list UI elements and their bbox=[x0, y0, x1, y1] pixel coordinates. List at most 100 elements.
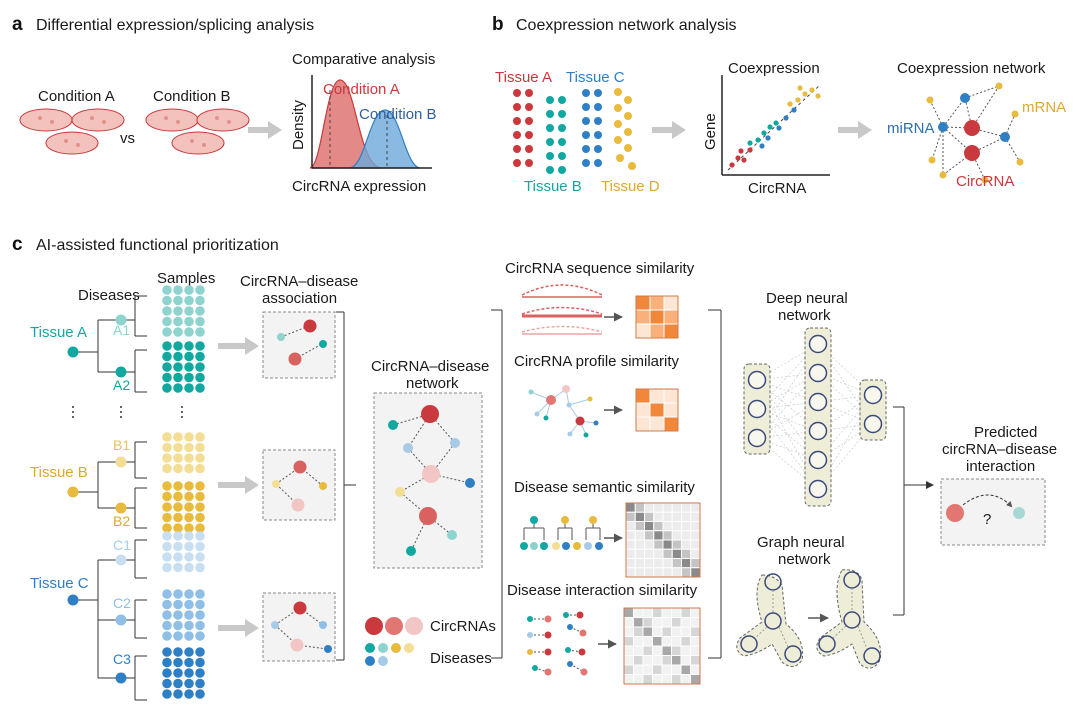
matrix-cell bbox=[635, 388, 651, 404]
sample-dot bbox=[173, 610, 183, 620]
tissue-b-c-label: Tissue B bbox=[30, 464, 88, 481]
matrix-cell bbox=[663, 309, 679, 325]
circrna-axis-label: CircRNA bbox=[748, 180, 806, 197]
matrix-cell bbox=[623, 655, 634, 666]
matrix-cell bbox=[662, 502, 673, 513]
matrix-cell bbox=[625, 539, 636, 550]
matrix-cell bbox=[653, 558, 664, 569]
panel-c-letter: c bbox=[12, 234, 23, 255]
sample-dot bbox=[162, 383, 172, 393]
b2-label: B2 bbox=[113, 513, 130, 529]
sample-dot bbox=[173, 647, 183, 657]
matrix-cell bbox=[642, 607, 653, 618]
matrix-cell bbox=[671, 502, 682, 513]
matrix-cell bbox=[649, 416, 665, 432]
matrix-cell bbox=[623, 617, 634, 628]
matrix-cell bbox=[644, 558, 655, 569]
sample-dot bbox=[173, 657, 183, 668]
sample-dot bbox=[162, 589, 172, 599]
dnn-edge bbox=[756, 343, 819, 410]
sample-dot bbox=[195, 502, 205, 512]
matrix-cell bbox=[625, 502, 636, 513]
coexpression-network-title: Coexpression network bbox=[897, 60, 1046, 77]
matrix-cell bbox=[690, 530, 701, 541]
tissue-b-label: Tissue B bbox=[524, 178, 582, 195]
sample-dot bbox=[162, 481, 172, 491]
pred-title-1: Predicted bbox=[974, 424, 1037, 441]
matrix-cell bbox=[653, 502, 664, 513]
matrix-cell bbox=[671, 607, 682, 618]
matrix-cell bbox=[661, 645, 672, 656]
sample-dot bbox=[173, 341, 183, 351]
dnn-neuron bbox=[808, 392, 828, 412]
sample-dot bbox=[184, 552, 194, 562]
sample-dot bbox=[195, 631, 205, 641]
sample-dot bbox=[184, 383, 194, 393]
matrix-cell bbox=[634, 502, 645, 513]
sample-dot bbox=[184, 531, 194, 541]
bracket-middle bbox=[491, 309, 503, 659]
matrix-cell bbox=[642, 636, 653, 647]
coexpression-network-nodes bbox=[926, 82, 1024, 184]
dnn-title-2: network bbox=[778, 307, 831, 324]
matrix-cell bbox=[625, 558, 636, 569]
matrix-cell bbox=[681, 530, 692, 541]
matrix-cell bbox=[642, 626, 653, 637]
panel-a: a Differential expression/splicing analy… bbox=[12, 14, 437, 195]
sample-dot bbox=[184, 463, 194, 474]
a1-label: A1 bbox=[113, 322, 130, 338]
gnn-title-2: network bbox=[778, 551, 831, 568]
matrix-cell bbox=[662, 521, 673, 532]
sample-dot bbox=[162, 432, 172, 442]
matrix-cell bbox=[662, 558, 673, 569]
sample-dot bbox=[184, 668, 194, 678]
matrix-cell bbox=[633, 636, 644, 647]
panel-c: c AI-assisted functional prioritization … bbox=[12, 234, 1057, 701]
sample-dot bbox=[184, 678, 194, 689]
matrix-cell bbox=[680, 626, 691, 637]
matrix-cell bbox=[663, 323, 679, 339]
matrix-cell bbox=[662, 530, 673, 541]
matrix-cell bbox=[623, 626, 634, 637]
sample-dot bbox=[184, 610, 194, 620]
sample-dot bbox=[173, 589, 183, 599]
matrix-cell bbox=[671, 521, 682, 532]
sample-dot bbox=[195, 552, 205, 562]
matrix-cell bbox=[681, 567, 692, 578]
matrix-cell bbox=[671, 674, 682, 685]
bracket-final bbox=[893, 406, 928, 616]
matrix-cell bbox=[690, 655, 701, 666]
sample-dot bbox=[162, 678, 172, 689]
sample-dot bbox=[195, 689, 205, 699]
sample-dot bbox=[184, 689, 194, 699]
sample-dot bbox=[195, 295, 205, 306]
sample-dot bbox=[184, 491, 194, 502]
sample-dot bbox=[173, 453, 183, 463]
sample-dot bbox=[184, 362, 194, 372]
sample-dot bbox=[162, 599, 172, 610]
sample-dot bbox=[173, 531, 183, 541]
matrix-cell bbox=[681, 521, 692, 532]
matrix-cell bbox=[661, 636, 672, 647]
sample-dot bbox=[195, 463, 205, 474]
matrix-cell bbox=[652, 617, 663, 628]
matrix-cell bbox=[633, 674, 644, 685]
matrix-cell bbox=[623, 607, 634, 618]
matrix-cell bbox=[642, 617, 653, 628]
matrix-cell bbox=[634, 539, 645, 550]
sample-dot bbox=[184, 620, 194, 631]
sample-dot bbox=[173, 295, 183, 306]
sample-dot bbox=[195, 362, 205, 372]
b1-label: B1 bbox=[113, 437, 130, 453]
matrix-cell bbox=[653, 511, 664, 522]
profile-network bbox=[528, 385, 599, 438]
association-box-3 bbox=[262, 592, 336, 662]
matrix-cell bbox=[652, 645, 663, 656]
sample-dot bbox=[173, 512, 183, 523]
matrix-cell bbox=[671, 558, 682, 569]
sample-dot bbox=[195, 453, 205, 463]
matrix-cell bbox=[663, 416, 679, 432]
sample-grid-2 bbox=[162, 341, 205, 393]
sequence-arcs bbox=[521, 284, 603, 335]
